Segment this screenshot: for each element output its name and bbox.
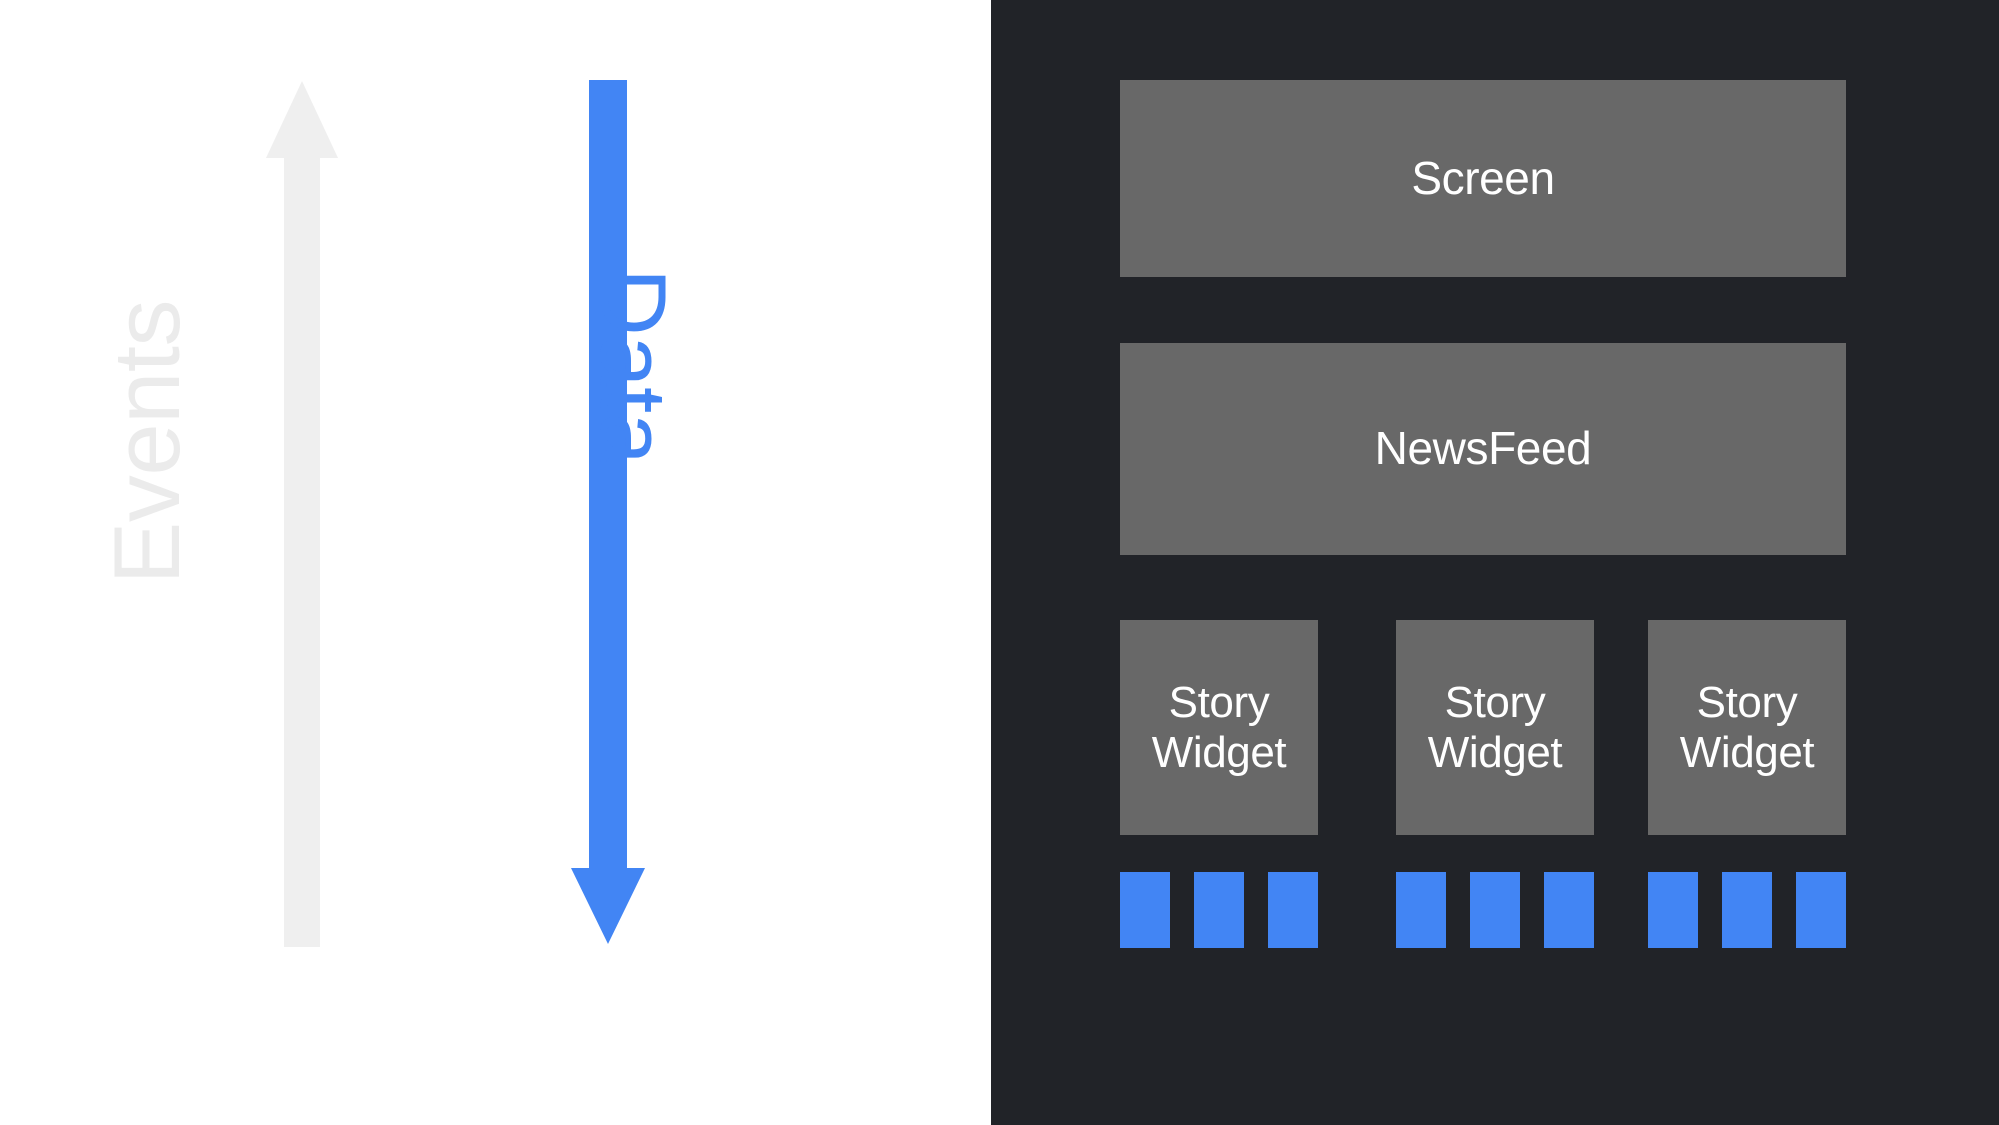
widget-tree-panel: Screen NewsFeed Story Widget Story Widge… [991, 0, 1999, 1125]
leaf-node-group [1120, 872, 1318, 948]
flow-direction-pane: Events Data [0, 0, 991, 1125]
node-newsfeed-label: NewsFeed [1374, 422, 1592, 475]
leaf-node[interactable] [1648, 872, 1698, 948]
node-story-widget-label: Story Widget [1680, 678, 1815, 777]
node-story-widget-label: Story Widget [1152, 678, 1287, 777]
node-screen-label: Screen [1411, 151, 1555, 204]
leaf-node-group [1396, 872, 1594, 948]
arrow-up-icon [266, 81, 338, 947]
events-axis-label: Events [94, 300, 199, 585]
leaf-node[interactable] [1194, 872, 1244, 948]
node-story-widget-label-line1: Story [1696, 678, 1798, 728]
node-story-widget-label-line2: Widget [1151, 727, 1287, 777]
leaf-node[interactable] [1120, 872, 1170, 948]
leaf-node[interactable] [1722, 872, 1772, 948]
node-story-widget-label: Story Widget [1428, 678, 1563, 777]
node-story-widget[interactable]: Story Widget [1648, 620, 1846, 835]
node-story-widget[interactable]: Story Widget [1396, 620, 1594, 835]
data-axis-label: Data [581, 268, 686, 465]
node-screen[interactable]: Screen [1120, 80, 1846, 277]
leaf-node[interactable] [1268, 872, 1318, 948]
node-story-widget-label-line2: Widget [1427, 727, 1563, 777]
leaf-node[interactable] [1796, 872, 1846, 948]
arrow-down-icon [571, 80, 645, 944]
leaf-node-group [1648, 872, 1846, 948]
leaf-node[interactable] [1544, 872, 1594, 948]
node-story-widget[interactable]: Story Widget [1120, 620, 1318, 835]
leaf-node[interactable] [1396, 872, 1446, 948]
node-story-widget-label-line1: Story [1444, 678, 1546, 728]
node-story-widget-label-line1: Story [1168, 678, 1270, 728]
node-newsfeed[interactable]: NewsFeed [1120, 343, 1846, 555]
node-story-widget-label-line2: Widget [1679, 727, 1815, 777]
leaf-node[interactable] [1470, 872, 1520, 948]
